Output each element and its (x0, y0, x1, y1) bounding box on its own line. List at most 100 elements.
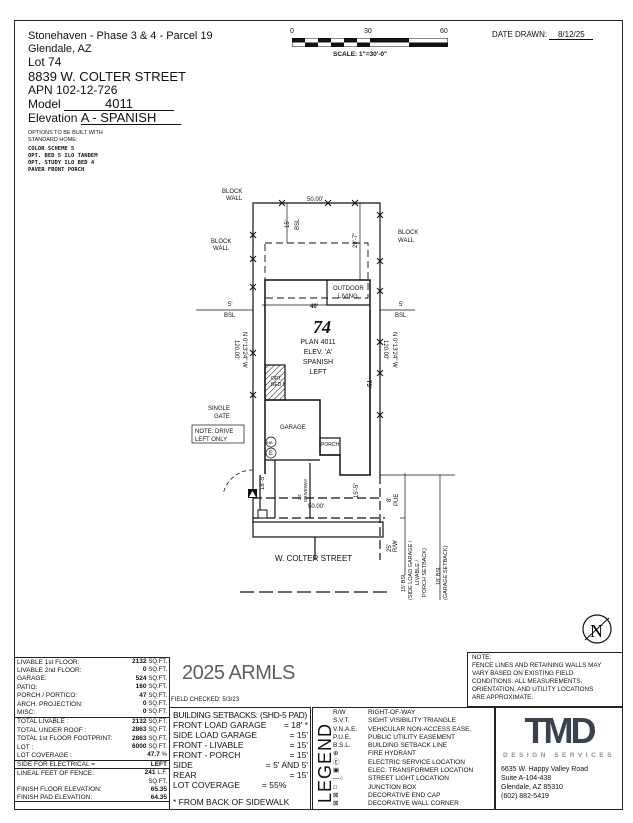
date-value: 8/12/25 (549, 30, 594, 40)
rear-bsl-dim: 15' (285, 220, 291, 228)
depth-left: 120.00' (233, 340, 239, 360)
areas-rows1-4-unit: SQ.FT. (148, 692, 167, 699)
outdoor-living-label: OUTDOOR (333, 286, 364, 292)
block-wall-label: WALL (226, 196, 243, 202)
setback-row: FRONT - PORCH= 15' (173, 750, 308, 760)
outdoor-living-outline (326, 280, 370, 306)
table-row: MISC:0 SQ.FT. (14, 708, 170, 718)
house-depth: 75' (365, 380, 371, 389)
sidewalk (252, 521, 384, 538)
areas-rows2-4-value: 47.7 (147, 751, 160, 759)
wall-marker-icon (376, 211, 384, 219)
field-checked: FIELD CHECKED: 5/3/23 (171, 697, 240, 703)
setbacks-rows-4-label: SIDE (173, 760, 193, 770)
porch-label: PORCH (321, 442, 339, 448)
setbacks-rows-6-label: LOT COVERAGE (173, 780, 240, 790)
wall-markers (249, 199, 384, 419)
electric-label: E (269, 451, 273, 457)
side-bsl-left: 5' (228, 302, 232, 308)
model-label: Model (28, 97, 61, 111)
areas-rows3-0-label: LINEAL FEET OF FENCE: (17, 769, 94, 777)
areas-electrical-value: LEFT (150, 760, 167, 768)
setbacks-rows-1-value: = 15' (289, 730, 308, 740)
areas-rows3-2-value: 65.35 (150, 786, 167, 794)
table-row: ARCH. PROJECTION:0 SQ.FT. (15, 700, 170, 708)
bsl15-label: 15' BSL (401, 573, 407, 592)
address: 8839 W. COLTER STREET (28, 69, 186, 84)
legend-items-0-text: RIGHT-OF-WAY (368, 709, 416, 716)
wall-marker-icon (376, 369, 384, 377)
drive-note: LEFT ONLY (195, 437, 227, 443)
city: Glendale, AZ (28, 43, 92, 55)
option-item: PAVER FRONT PORCH (28, 167, 85, 173)
legend-item: S.V.T.SIGHT VISIBILITY TRIANGLE (333, 717, 473, 725)
plan-line: LEFT (309, 369, 327, 376)
elevation-label: Elevation (28, 111, 78, 125)
legend-items-7-text: ELEC. TRANSFORMER LOCATION (368, 767, 474, 775)
rw-dim: 25' (387, 544, 393, 552)
areas-rows1-1-label: LIVABLE 2nd FLOOR: (17, 666, 82, 674)
lot-line (252, 202, 381, 523)
legend-items-3-abbr: P.U.E. (333, 733, 351, 741)
company-phone: (602) 882-5419 (501, 793, 549, 800)
setbacks-rows-0-value: = 18' * (283, 720, 308, 730)
rear-bsl-label: BSL (295, 218, 301, 230)
legend-items-6-text: ELECTRIC SERVICE LOCATION (368, 758, 465, 766)
north-arrow-icon: N (582, 614, 612, 644)
option-item: OPT. STUDY ILO BED 4 (28, 160, 95, 166)
bsl18-label: 18' BSL (436, 566, 442, 585)
legend-items-2-abbr: V.N.A.E. (333, 725, 358, 733)
side-bsl-right-label: BSL (395, 313, 407, 319)
block-wall-label: WALL (398, 238, 415, 244)
areas-rows1-4-label: PORCH / PORTICO: (17, 692, 78, 700)
table-row: FINISH FLOOR ELEVATION:65.35 (15, 786, 170, 793)
areas-rows1-4-value: 47 (139, 691, 147, 699)
hose-bib-label: HB (267, 440, 273, 445)
areas-rows2-1-label: TOTAL UNDER ROOF : (17, 726, 87, 734)
bearing-left: N 0°13'24" W (241, 332, 247, 368)
setbacks-box: BUILDING SETBACKS: (SHD-5 PAD) FRONT LOA… (169, 707, 311, 810)
legend-items-11-abbr: ⊠ (333, 800, 339, 808)
areas-rows3-3-value: 64.35 (150, 793, 167, 801)
rw-label: R/W (393, 540, 399, 552)
areas-rows3-0-value: 241 (144, 769, 156, 777)
north-label: N (590, 621, 603, 641)
areas-rows1-1-unit: SQ.FT. (148, 667, 167, 674)
scale-graphic (292, 38, 448, 47)
table-row: SQ.FT. (15, 778, 170, 786)
pue-dim: 8' (387, 498, 393, 502)
wall-marker-icon (278, 199, 286, 207)
setbacks-rows-5-value: = 15' (289, 770, 308, 780)
legend-item-street-light-icon: —○STREET LIGHT LOCATION (333, 775, 473, 783)
table-row: PORCH / PORTICO: 47 SQ.FT. (15, 692, 170, 700)
setbacks-rows-2-label: FRONT - LIVABLE (173, 740, 244, 750)
wall-marker-icon (376, 257, 384, 265)
legend-title: LEGEND (315, 722, 335, 804)
areas-rows2-3-unit: SQ.FT. (148, 744, 167, 751)
table-row: LIVABLE 2nd FLOOR:0 SQ.FT. (15, 666, 170, 674)
rear-dim: 29'-7" (353, 233, 359, 248)
side-bsl-left-label: BSL (224, 313, 236, 319)
areas-rows1-3-label: PATIO: (17, 683, 38, 691)
areas-rows2-4-label: LOT COVERAGE : (17, 751, 72, 759)
scale-bar: 0 30 60 SCALE: 1"=30'-0" (288, 28, 458, 68)
options-list: COLOR SCHEME 5 OPT. BED 5 ILO TANDEM OPT… (28, 146, 213, 174)
legend-items-2-text: VEHICULAR NON-ACCESS EASE. (368, 725, 472, 733)
note-line: ORIENTATION, AND UTILITY LOCATIONS (472, 686, 594, 693)
legend-item-junction-box-icon: □JUNCTION BOX (333, 784, 473, 792)
setbacks-rows-5-label: REAR (173, 770, 197, 780)
date-drawn: DATE DRAWN: 8/12/25 (492, 30, 594, 40)
setback-row: FRONT LOAD GARAGE= 18' * (173, 720, 308, 730)
legend-items-4-abbr: B.S.L. (333, 742, 351, 750)
areas-rows2-3-label: LOT : (17, 743, 34, 751)
front-dim-left: 18'-5" (260, 475, 266, 490)
legend-item-end-cap-icon: ⊠DECORATIVE END CAP (333, 792, 473, 800)
setbacks-rows-4-value: = 5' AND 5' (265, 760, 308, 770)
header-options-title-2: STANDARD HOME: (28, 137, 78, 143)
project-info: Stonehaven - Phase 3 & 4 - Parcel 19 Gle… (28, 30, 213, 174)
